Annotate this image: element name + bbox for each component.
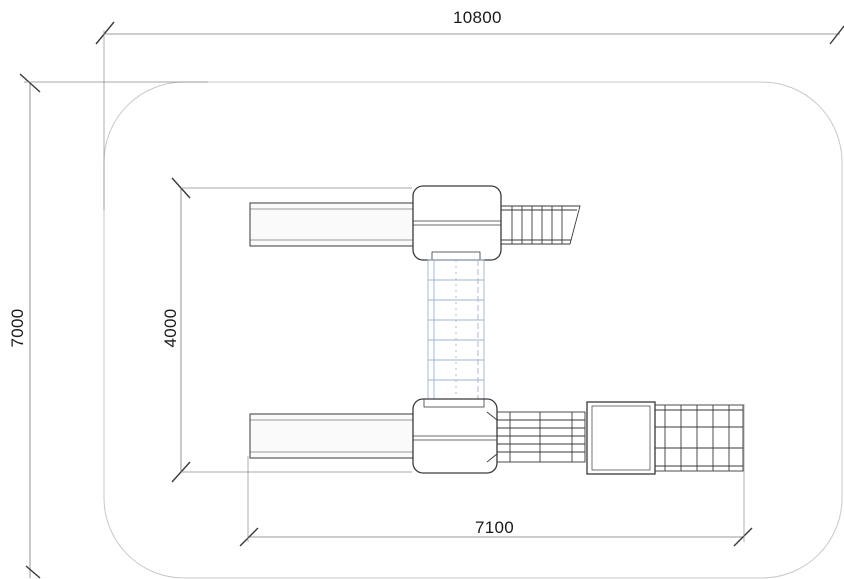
lower-ladder-bars bbox=[486, 411, 586, 463]
structure-depth-dimension bbox=[171, 177, 412, 483]
lower-second-deck bbox=[586, 401, 656, 475]
overall-depth-label: 7000 bbox=[8, 308, 27, 348]
safety-zone-outline bbox=[103, 81, 843, 579]
structure-depth-label: 4000 bbox=[161, 308, 180, 348]
overall-width-label: 10800 bbox=[453, 8, 502, 27]
upper-stair-ladder bbox=[500, 205, 581, 245]
overall-depth-dimension bbox=[19, 73, 208, 579]
upper-tower-deck bbox=[412, 185, 502, 261]
structure-width-dimension bbox=[239, 404, 753, 547]
lower-tower-deck bbox=[412, 398, 498, 474]
lower-slide bbox=[249, 413, 415, 459]
structure-width-label: 7100 bbox=[475, 518, 515, 537]
upper-slide bbox=[249, 202, 415, 247]
overall-width-dimension bbox=[95, 21, 844, 210]
connecting-bridge bbox=[427, 259, 485, 401]
climbing-grid bbox=[654, 404, 744, 472]
